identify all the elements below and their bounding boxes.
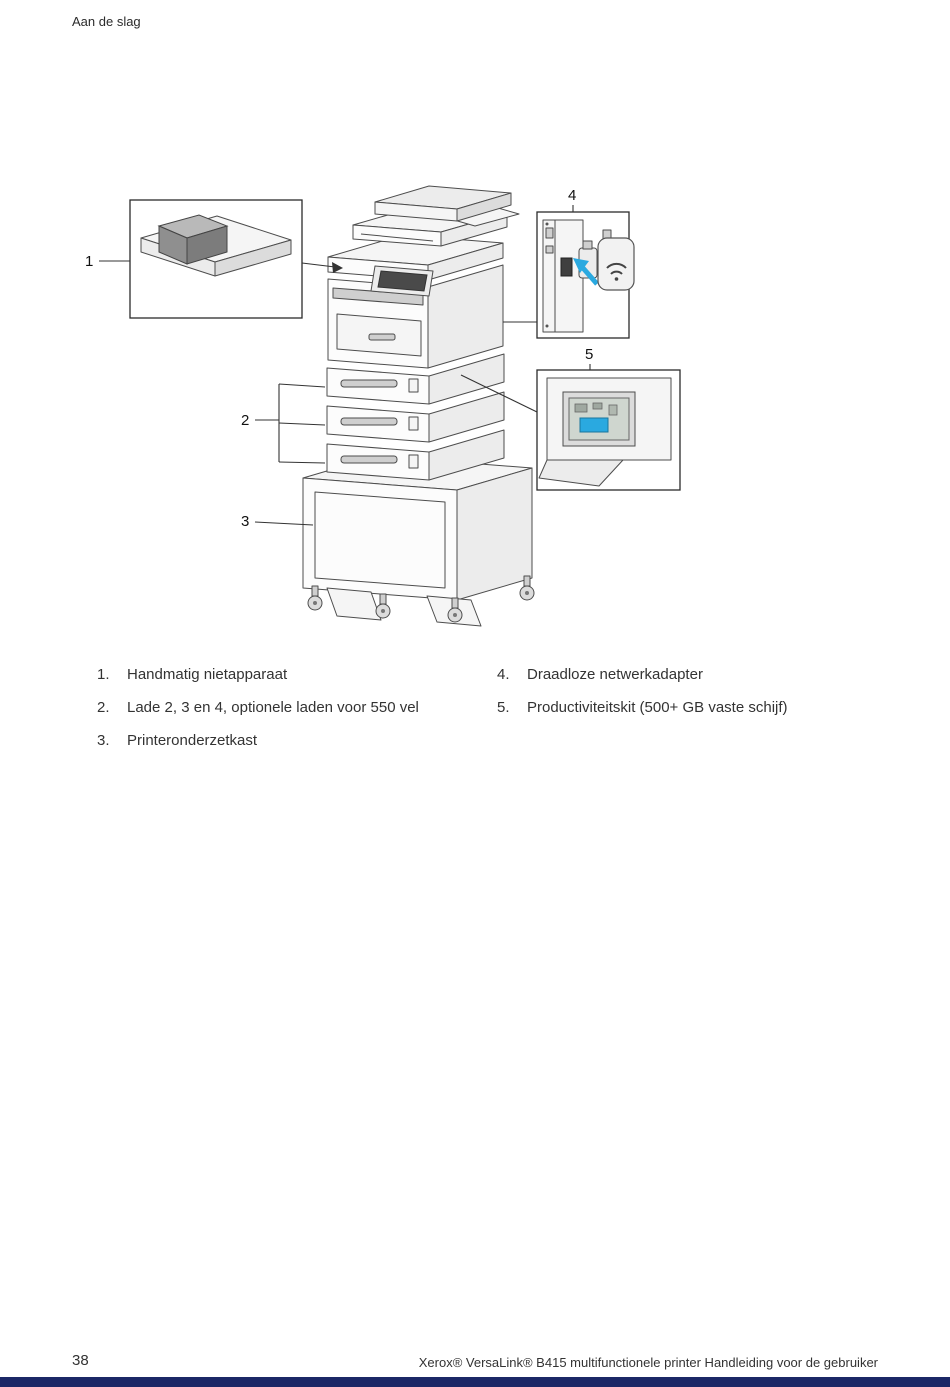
stapler-unit-graphic xyxy=(157,214,229,265)
legend-item-5: 5. Productiviteitskit (500+ GB vaste sch… xyxy=(497,698,877,718)
stapler-inset-graphic xyxy=(129,199,303,319)
legend-item-label: Printeronderzetkast xyxy=(127,732,258,749)
callout-2: 2 xyxy=(241,412,249,429)
callouts: 1 2 3 4 5 xyxy=(85,187,593,530)
caster-icon xyxy=(307,585,323,611)
productivity-kit-inset-graphic xyxy=(536,369,681,491)
page-header-running-title: Aan de slag xyxy=(72,14,141,29)
blue-arrow-icon xyxy=(573,258,599,286)
legend-item-label: Handmatig nietapparaat xyxy=(127,666,288,683)
printer-figure: 1 2 3 4 5 xyxy=(75,162,695,642)
legend-item-number: 3. xyxy=(97,732,110,749)
bottom-accent-bar xyxy=(0,1377,950,1387)
optional-trays-graphic xyxy=(326,353,505,481)
hard-drive-module-graphic xyxy=(579,417,609,433)
legend-item-label: Productiviteitskit (500+ GB vaste schijf… xyxy=(527,699,788,716)
legend-item-number: 4. xyxy=(497,666,510,683)
control-panel-graphic xyxy=(370,265,434,297)
wifi-adapter-graphic xyxy=(597,229,635,291)
legend-item-4: 4. Draadloze netwerkadapter xyxy=(497,665,877,685)
arrowhead-icon xyxy=(332,262,343,273)
legend-item-1: 1. Handmatig nietapparaat xyxy=(97,665,477,685)
footer-page-number: 38 xyxy=(72,1352,89,1369)
callout-4: 4 xyxy=(568,187,576,204)
footer-doc-title: Xerox® VersaLink® B415 multifunctionele … xyxy=(418,1355,878,1370)
legend-right-column: 4. Draadloze netwerkadapter 5. Productiv… xyxy=(497,665,877,731)
caster-icon xyxy=(375,593,391,619)
printer-illustration: 1 2 3 4 5 xyxy=(85,185,681,627)
callout-3: 3 xyxy=(241,513,249,530)
wifi-icon xyxy=(606,262,627,281)
callout-5: 5 xyxy=(585,346,593,363)
legend-item-label: Lade 2, 3 en 4, optionele laden voor 550… xyxy=(127,699,419,716)
wireless-adapter-inset-graphic xyxy=(536,211,635,339)
legend-item-3: 3. Printeronderzetkast xyxy=(97,731,477,751)
caster-icon xyxy=(519,575,535,601)
legend-item-number: 1. xyxy=(97,666,110,683)
legend-item-2: 2. Lade 2, 3 en 4, optionele laden voor … xyxy=(97,698,477,718)
legend-item-label: Draadloze netwerkadapter xyxy=(527,666,703,683)
adf-graphic xyxy=(352,185,520,247)
legend-item-number: 2. xyxy=(97,699,110,716)
callout-1: 1 xyxy=(85,253,93,270)
legend-item-number: 5. xyxy=(497,699,510,716)
printer-body-graphic xyxy=(327,264,504,369)
stand-graphic xyxy=(302,455,535,627)
caster-icon xyxy=(447,597,463,623)
open-door-graphic xyxy=(538,459,624,487)
legend-left-column: 1. Handmatig nietapparaat 2. Lade 2, 3 e… xyxy=(97,665,477,764)
